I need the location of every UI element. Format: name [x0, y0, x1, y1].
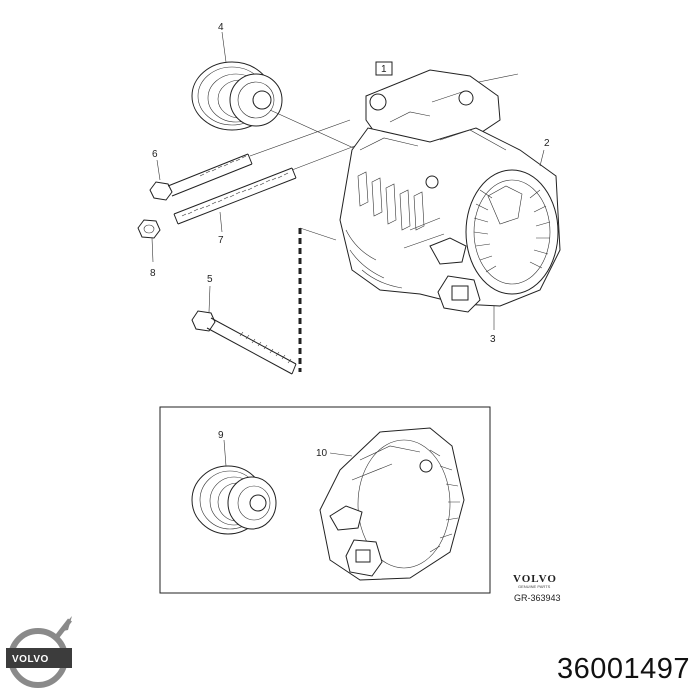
alternate-parts-panel — [159, 406, 491, 594]
callout-5: 5 — [207, 274, 213, 285]
bolt-part-6 — [149, 153, 253, 201]
alternator-part-1 — [339, 69, 561, 313]
callout-6: 6 — [152, 149, 158, 160]
nut-part-8 — [137, 219, 161, 239]
brand-mark: VOLVO — [513, 573, 557, 585]
rear-cover-part-10 — [319, 427, 465, 581]
part-number: 36001497 — [556, 653, 690, 685]
stud-part-7 — [173, 167, 297, 225]
callout-3: 3 — [490, 334, 496, 345]
pulley-part-4 — [191, 61, 283, 131]
brand-subtitle: GENUINE PARTS — [518, 584, 551, 589]
callout-9: 9 — [218, 430, 224, 441]
callout-10: 10 — [316, 448, 328, 459]
assembly-label-box — [375, 61, 393, 76]
logo-text: VOLVO — [12, 654, 49, 665]
pulley-part-9 — [191, 465, 277, 535]
diagram-reference: GR-363943 — [514, 593, 561, 603]
callout-4: 4 — [218, 22, 224, 33]
callout-8: 8 — [150, 268, 156, 279]
callout-2: 2 — [544, 138, 550, 149]
callout-7: 7 — [218, 235, 224, 246]
bolt-part-5 — [191, 310, 297, 375]
volvo-logo: VOLVO — [6, 616, 72, 688]
callout-1: 1 — [381, 64, 387, 75]
